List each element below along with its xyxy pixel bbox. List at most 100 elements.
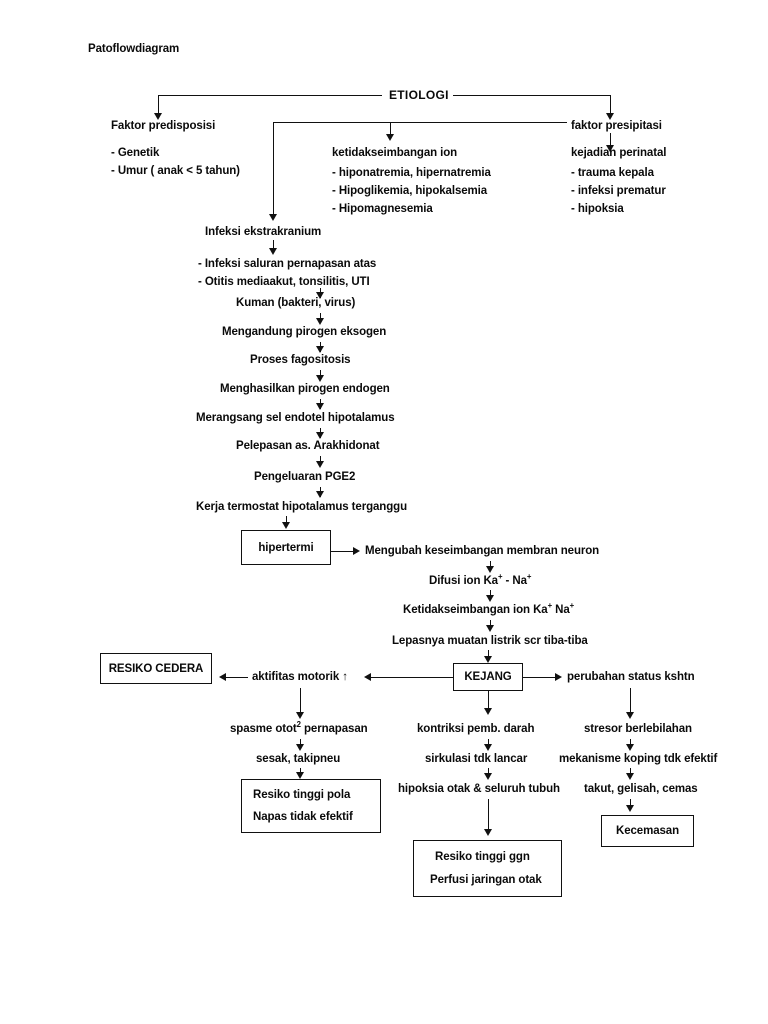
plus-sup: + — [569, 601, 575, 611]
arrow-to-infeksi-ekstrakranium — [269, 214, 277, 221]
plus-sup: + — [547, 601, 553, 611]
perubahan-status-label: perubahan status kshtn — [567, 671, 695, 683]
connector-perubahan-down — [630, 688, 631, 716]
list-item: - Otitis mediaakut, tonsilitis, UTI — [198, 275, 370, 288]
arrow-to-sirkulasi-tdk-lancar — [484, 744, 492, 751]
arrow-to-kerja-termostat — [316, 491, 324, 498]
chain-step-kerja-termostat: Kerja termostat hipotalamus terganggu — [196, 501, 408, 513]
resiko-tinggi-pola-box[interactable]: Resiko tinggi pola Napas tidak efektif — [241, 779, 381, 833]
connector-hipoksia-down — [488, 799, 489, 833]
aktifitas-motorik-label: aktifitas motorik ↑ — [252, 669, 348, 686]
lepasnya-muatan-label: Lepasnya muatan listrik scr tiba-tiba — [392, 635, 588, 647]
arrow-to-hipertermi — [282, 522, 290, 529]
sesak-takipneu-label: sesak, takipneu — [256, 753, 341, 765]
connector-spasme-down — [300, 739, 301, 748]
connector-mekanisme-down — [630, 768, 631, 777]
connector-kejang-right — [523, 677, 557, 678]
connector-middle-bus — [273, 122, 567, 123]
connector-presipitasi-down — [610, 133, 611, 147]
kejang-box[interactable]: KEJANG — [453, 663, 523, 691]
arrow-to-mengandung-pirogen — [316, 318, 324, 325]
connector-kejang-left — [371, 677, 453, 678]
connector-ketidakseimbangan-down — [390, 122, 391, 136]
etiologi-root-label: ETIOLOGI — [389, 88, 449, 102]
arrow-to-faktor-predisposisi — [154, 113, 162, 120]
chain-step-menghasilkan-pirogen-endogen: Menghasilkan pirogen endogen — [220, 383, 390, 395]
difusi-ion-label: Difusi ion Ka+ - Na+ — [429, 573, 531, 590]
connector-kejang-down — [488, 691, 489, 712]
hipertermi-box[interactable]: hipertermi — [241, 530, 331, 565]
connector-etiologi-left — [158, 95, 382, 96]
ketidak-text-pre: Ketidakseimbangan ion Ka — [403, 604, 548, 616]
resiko-tinggi-ggn-box[interactable]: Resiko tinggi ggn Perfusi jaringan otak — [413, 840, 562, 897]
arrow-to-spasme-otot — [296, 712, 304, 719]
arrow-to-perubahan-status — [555, 673, 562, 681]
spasme-otot-label: spasme otot2 pernapasan — [230, 721, 368, 738]
faktor-predisposisi-label: Faktor predisposisi — [111, 120, 216, 132]
resiko-cedera-box[interactable]: RESIKO CEDERA — [100, 653, 212, 684]
up-arrow-icon: ↑ — [342, 671, 348, 683]
difusi-ion-text-pre: Difusi ion Ka — [429, 575, 498, 587]
page-title: Patoflowdiagram — [88, 43, 180, 55]
kejadian-perinatal-list: - trauma kepala - infeksi prematur - hip… — [571, 165, 666, 218]
hipoksia-otak-label: hipoksia otak & seluruh tubuh — [398, 783, 560, 795]
arrow-to-ketidakseimbangan-ion — [386, 134, 394, 141]
resiko-tinggi-ggn-line1: Resiko tinggi ggn — [435, 851, 530, 863]
list-item: - hipoksia — [571, 202, 624, 215]
arrow-to-kecemasan-box — [626, 805, 634, 812]
ketidak-text-mid: Na — [552, 604, 570, 616]
connector-motorik-down — [300, 688, 301, 716]
chain-step-kuman: Kuman (bakteri, virus) — [236, 297, 356, 309]
connector-to-hipertermi — [286, 516, 287, 525]
spasme-text-post: pernapasan — [300, 723, 368, 735]
list-item: - Umur ( anak < 5 tahun) — [111, 164, 240, 177]
connector-sirkulasi-down — [488, 768, 489, 777]
arrow-to-kejadian-perinatal — [606, 145, 614, 152]
infeksi-ekstrakranium-label: Infeksi ekstrakranium — [205, 226, 322, 238]
connector-sesak-down — [300, 768, 301, 775]
arrow-to-mengubah-keseimbangan — [353, 547, 360, 555]
ketidakseimbangan-ion-label: ketidakseimbangan ion — [332, 147, 458, 159]
resiko-tinggi-pola-line1: Resiko tinggi pola — [253, 789, 351, 801]
chain-step-pelepasan-arakhidonat: Pelepasan as. Arakhidonat — [236, 440, 380, 452]
arrow-to-stresor-berlebilahan — [626, 712, 634, 719]
mengubah-keseimbangan-label: Mengubah keseimbangan membran neuron — [365, 545, 600, 557]
squared-sup: 2 — [296, 720, 301, 730]
arrow-to-difusi-ion — [486, 566, 494, 573]
connector-kontriksi-down — [488, 739, 489, 748]
kecemasan-box[interactable]: Kecemasan — [601, 815, 694, 847]
chain-step-pengeluaran-pge2: Pengeluaran PGE2 — [254, 471, 356, 483]
arrow-to-faktor-presipitasi — [606, 113, 614, 120]
connector-etiologi-right-down — [610, 95, 611, 115]
sirkulasi-tdk-lancar-label: sirkulasi tdk lancar — [425, 753, 528, 765]
chain-step-mengandung-pirogen-eksogen: Mengandung pirogen eksogen — [222, 326, 387, 338]
list-item: - Hipoglikemia, hipokalsemia — [332, 184, 488, 197]
connector-motorik-left — [226, 677, 248, 678]
stresor-berlebilahan-label: stresor berlebilahan — [584, 723, 692, 735]
arrow-to-pengeluaran-pge2 — [316, 461, 324, 468]
arrow-to-resiko-tinggi-pola-box — [296, 772, 304, 779]
plus-sup: + — [497, 572, 503, 582]
difusi-ion-text-mid: - Na — [502, 575, 527, 587]
connector-bus-to-infeksi — [273, 122, 274, 217]
mekanisme-koping-label: mekanisme koping tdk efektif — [559, 753, 718, 765]
arrow-to-sesak-takipneu — [296, 744, 304, 751]
list-item: - trauma kepala — [571, 167, 654, 179]
arrow-to-lepasnya-muatan — [486, 625, 494, 632]
connector-takut-down — [630, 799, 631, 808]
list-item: - Genetik — [111, 147, 160, 159]
resiko-tinggi-pola-line2: Napas tidak efektif — [253, 811, 353, 823]
arrow-to-pelepasan-arakhidonat — [316, 432, 324, 439]
kontriksi-pemb-darah-label: kontriksi pemb. darah — [417, 723, 535, 735]
arrow-to-proses-fagositosis — [316, 346, 324, 353]
arrow-to-resiko-tinggi-ggn-box — [484, 829, 492, 836]
faktor-predisposisi-list: - Genetik - Umur ( anak < 5 tahun) — [111, 145, 240, 181]
arrow-to-aktifitas-motorik — [364, 673, 371, 681]
arrow-to-mekanisme-koping — [626, 744, 634, 751]
arrow-to-kejang — [484, 656, 492, 663]
connector-stresor-down — [630, 739, 631, 748]
connector-etiologi-left-down — [158, 95, 159, 115]
ketidakseimbangan-ion-kana-label: Ketidakseimbangan ion Ka+ Na+ — [403, 602, 574, 619]
arrow-to-ketidakseimbangan-ion-kana — [486, 595, 494, 602]
